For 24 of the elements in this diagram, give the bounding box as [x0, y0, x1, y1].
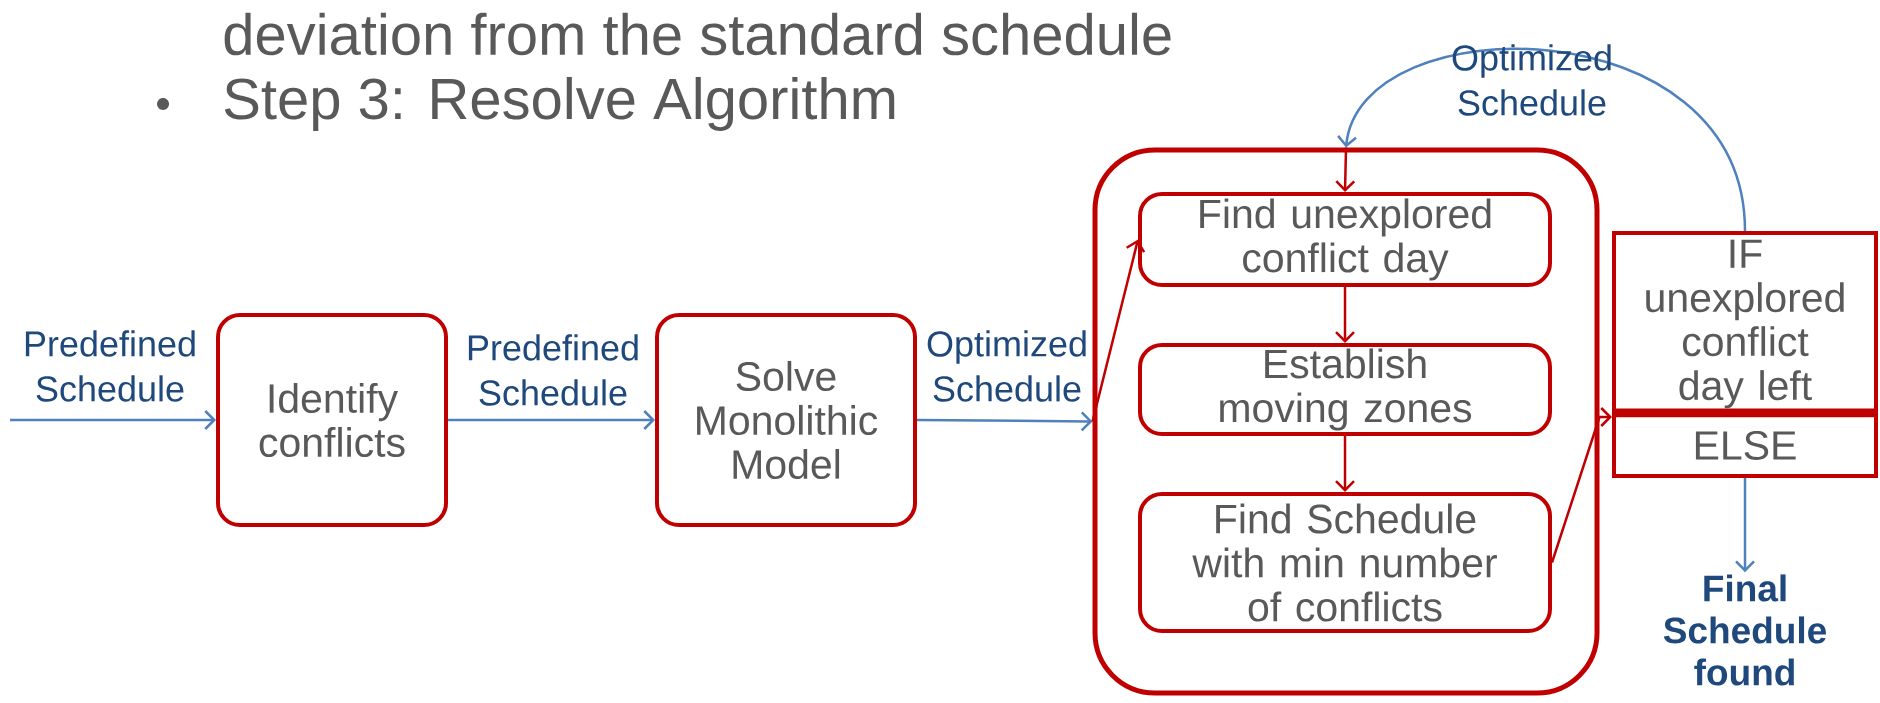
group-box	[1092, 147, 1600, 696]
edge-label: Predefined Schedule	[25, 330, 195, 402]
edge-label: Predefined Schedule	[468, 334, 638, 406]
process-box: Identify conflicts	[216, 313, 448, 527]
condition-box: ELSE	[1612, 408, 1878, 478]
arrow	[1091, 239, 1146, 422]
process-box: Establish moving zones	[1138, 343, 1552, 436]
arrow	[1550, 407, 1612, 563]
edge-label: Optimized Schedule	[1452, 44, 1611, 116]
process-box: Solve Monolithic Model	[655, 313, 917, 527]
arrow	[1335, 147, 1356, 192]
arrow	[10, 410, 216, 430]
arrow	[448, 410, 655, 430]
result-text: Final Schedule found	[1663, 574, 1826, 686]
arrow	[1337, 47, 1747, 232]
arrow	[1335, 436, 1355, 492]
process-box: Find Schedule with min number of conflicts	[1138, 492, 1552, 633]
edge-label: Optimized Schedule	[927, 330, 1086, 402]
arrow	[917, 411, 1093, 432]
arrow	[1735, 478, 1755, 573]
heading-text: deviation from the standard schedule	[224, 12, 1171, 56]
heading-text: Step 3: Resolve Algorithm	[224, 76, 895, 131]
arrow	[1335, 287, 1355, 343]
process-box: Find unexplored conflict day	[1138, 192, 1552, 287]
